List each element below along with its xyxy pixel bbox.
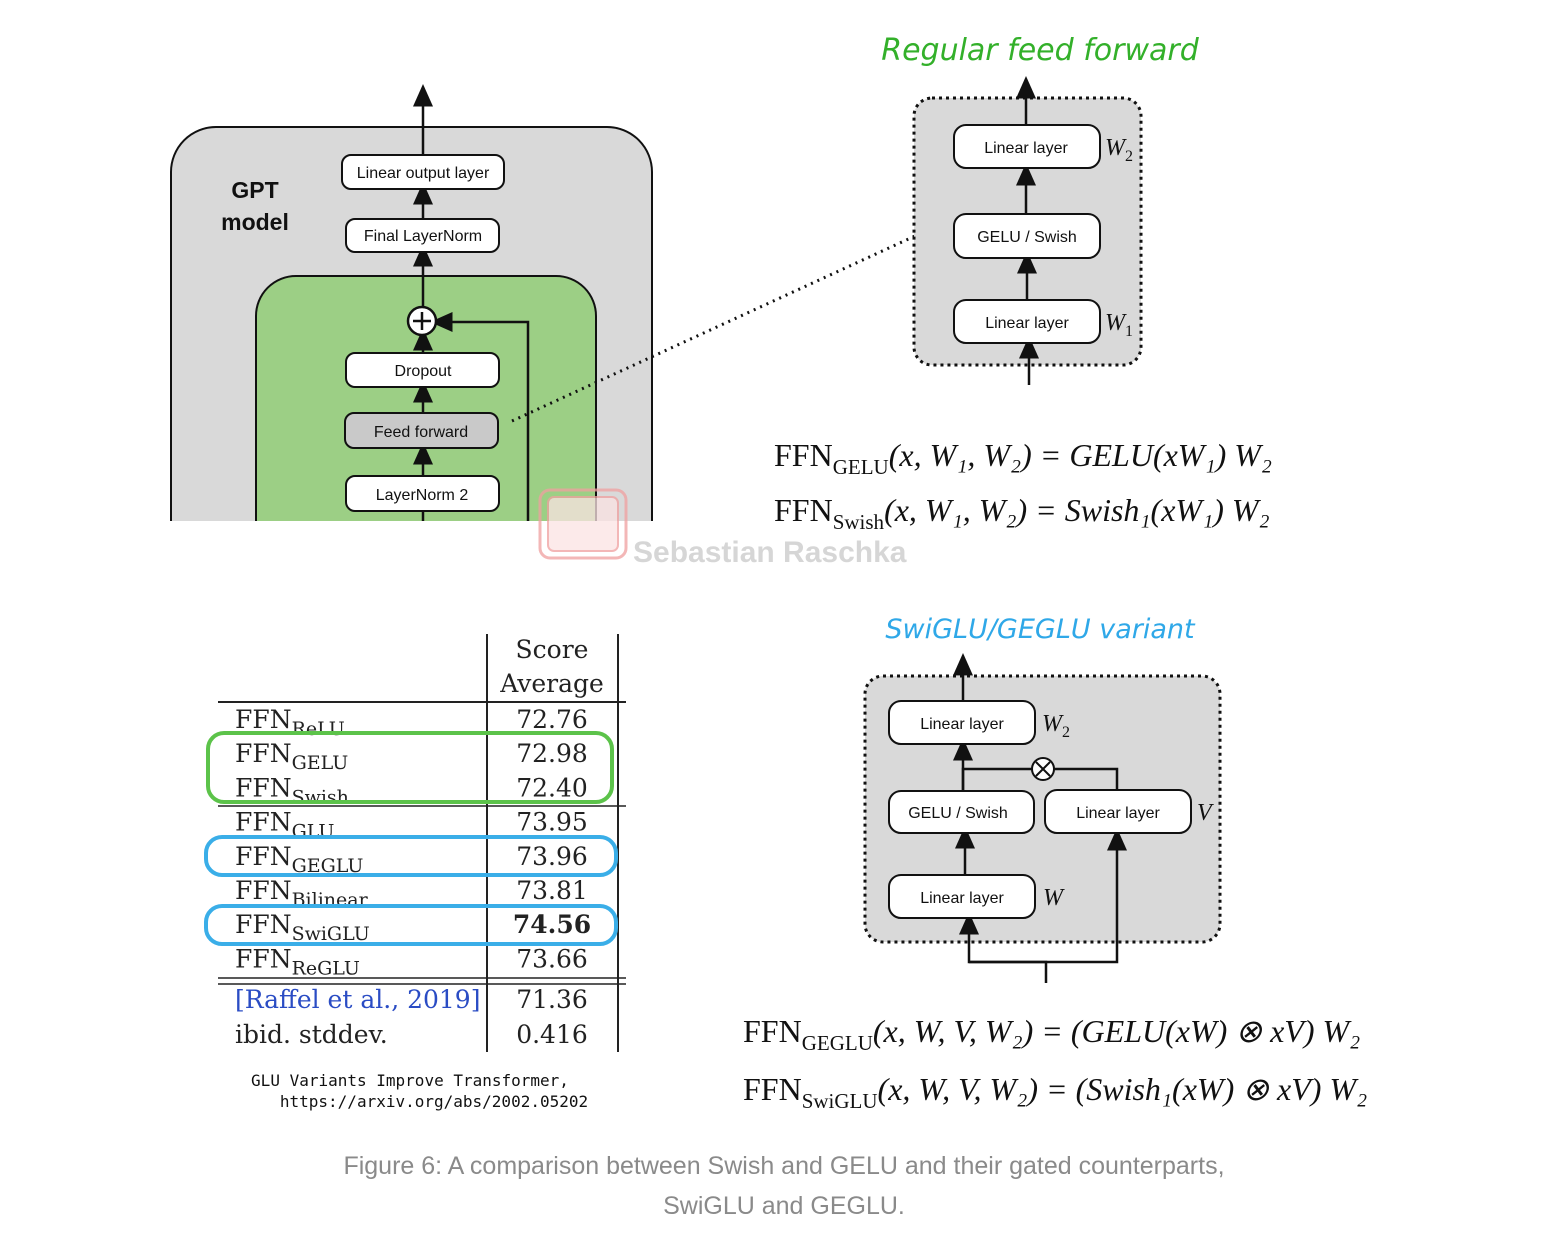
- gpt-label-line1: GPT: [231, 177, 278, 203]
- table-row-name: FFNSwiGLU: [235, 910, 370, 945]
- regular-activation-label: GELU / Swish: [977, 229, 1077, 246]
- regular-linear-top-label: Linear layer: [984, 140, 1068, 157]
- gated-linear-bottom-box: [888, 874, 1036, 919]
- figure-caption-line2: SwiGLU and GEGLU.: [663, 1192, 905, 1220]
- table-row-value: 74.56: [513, 910, 591, 939]
- gated-linear-top-label: Linear layer: [920, 716, 1004, 733]
- table-row-name: FFNGEGLU: [235, 842, 363, 877]
- citation-line2: https://arxiv.org/abs/2002.05202: [280, 1092, 588, 1111]
- gated-v-label: V: [1197, 800, 1214, 826]
- table-row-value: 72.40: [516, 773, 588, 802]
- gated-activation-label: GELU / Swish: [908, 805, 1008, 822]
- final-layernorm-label: Final LayerNorm: [364, 228, 482, 245]
- mult-x2: [1035, 761, 1051, 777]
- regular-linear-bottom-label: Linear layer: [985, 315, 1069, 332]
- citation-line1: GLU Variants Improve Transformer,: [251, 1071, 569, 1090]
- table-row-value: 73.95: [516, 808, 588, 837]
- watermark-logo-inner: [547, 496, 619, 552]
- formula-ffn-swish: FFNSwish(x, W₁, W₂) = Swish₁(xW₁) W₂: [774, 492, 1270, 534]
- regular-w2-label: W2: [1105, 135, 1133, 165]
- gated-activation-box: [888, 790, 1035, 834]
- feed-forward-box: [344, 412, 499, 449]
- table-header-line2: Average: [499, 669, 604, 698]
- footer-raffel-name: [Raffel et al., 2019]: [235, 985, 480, 1014]
- gated-linear-top-box: [888, 700, 1036, 745]
- table-row-value: 73.96: [516, 842, 588, 871]
- blue-highlight-geglu: [204, 835, 618, 877]
- table-row-value: 72.98: [516, 739, 588, 768]
- line-v-to-mult: [1054, 767, 1119, 790]
- layernorm2-box: [345, 475, 500, 512]
- regular-ff-diagram: Linear layer GELU / Swish Linear layer W…: [912, 76, 1143, 385]
- regular-ff-title: Regular feed forward: [881, 33, 1200, 68]
- linear-output-label: Linear output layer: [357, 165, 490, 182]
- formula-ffn-gelu: FFNGELU(x, W₁, W₂) = GELU(xW₁) W₂: [774, 437, 1272, 479]
- gated-w-label: W: [1043, 885, 1065, 911]
- watermark: Sebastian Raschka: [538, 488, 907, 569]
- blue-highlight-swiglu: [204, 904, 618, 946]
- feed-forward-label: Feed forward: [374, 424, 468, 441]
- regular-linear-top-box: [953, 124, 1101, 169]
- gated-linear-bottom-label: Linear layer: [920, 890, 1004, 907]
- footer-raffel-value: 71.36: [516, 985, 588, 1014]
- table-row-name: FFNGELU: [235, 739, 348, 774]
- residual-arrow: [430, 312, 530, 521]
- regular-w1-label: W1: [1105, 310, 1133, 340]
- watermark-logo-icon: [538, 488, 628, 560]
- arrow-input-to-v: [969, 828, 1127, 964]
- layernorm2-label: LayerNorm 2: [376, 487, 469, 504]
- table-row-value: 72.76: [516, 705, 588, 734]
- dropout-label: Dropout: [395, 363, 452, 380]
- final-layernorm-box: [345, 218, 500, 253]
- gpt-label-line2: model: [221, 209, 289, 235]
- gated-w2-label: W2: [1042, 711, 1070, 741]
- regular-activation-box: [953, 213, 1101, 259]
- figure-caption-line1: Figure 6: A comparison between Swish and…: [343, 1152, 1225, 1180]
- regular-linear-bottom-box: [953, 299, 1101, 344]
- watermark-text: Sebastian Raschka: [633, 536, 907, 569]
- green-highlight: [206, 731, 614, 804]
- dropout-box: [345, 352, 500, 388]
- footer-stddev-value: 0.416: [516, 1020, 588, 1049]
- gpt-model-diagram: Linear output layer Final LayerNorm Drop…: [170, 84, 653, 521]
- table-row-value: 73.81: [516, 876, 588, 905]
- swiglu-diagram: Linear layer GELU / Swish Linear layer L…: [863, 653, 1222, 983]
- table-row-name: FFNReGLU: [235, 944, 360, 979]
- swiglu-title: SwiGLU/GEGLU variant: [885, 614, 1196, 645]
- table-row-value: 73.66: [516, 944, 588, 973]
- linear-output-box: [341, 154, 505, 190]
- gated-linear-v-box: [1044, 789, 1192, 834]
- footer-stddev-name: ibid. stddev.: [235, 1020, 388, 1049]
- formula-ffn-swiglu: FFNSwiGLU(x, W, V, W₂) = (Swish₁(xW) ⊗ x…: [743, 1071, 1367, 1113]
- formula-ffn-geglu: FFNGEGLU(x, W, V, W₂) = (GELU(xW) ⊗ xV) …: [743, 1013, 1360, 1055]
- table-header-line1: Score: [516, 635, 589, 664]
- gated-linear-v-label: Linear layer: [1076, 805, 1160, 822]
